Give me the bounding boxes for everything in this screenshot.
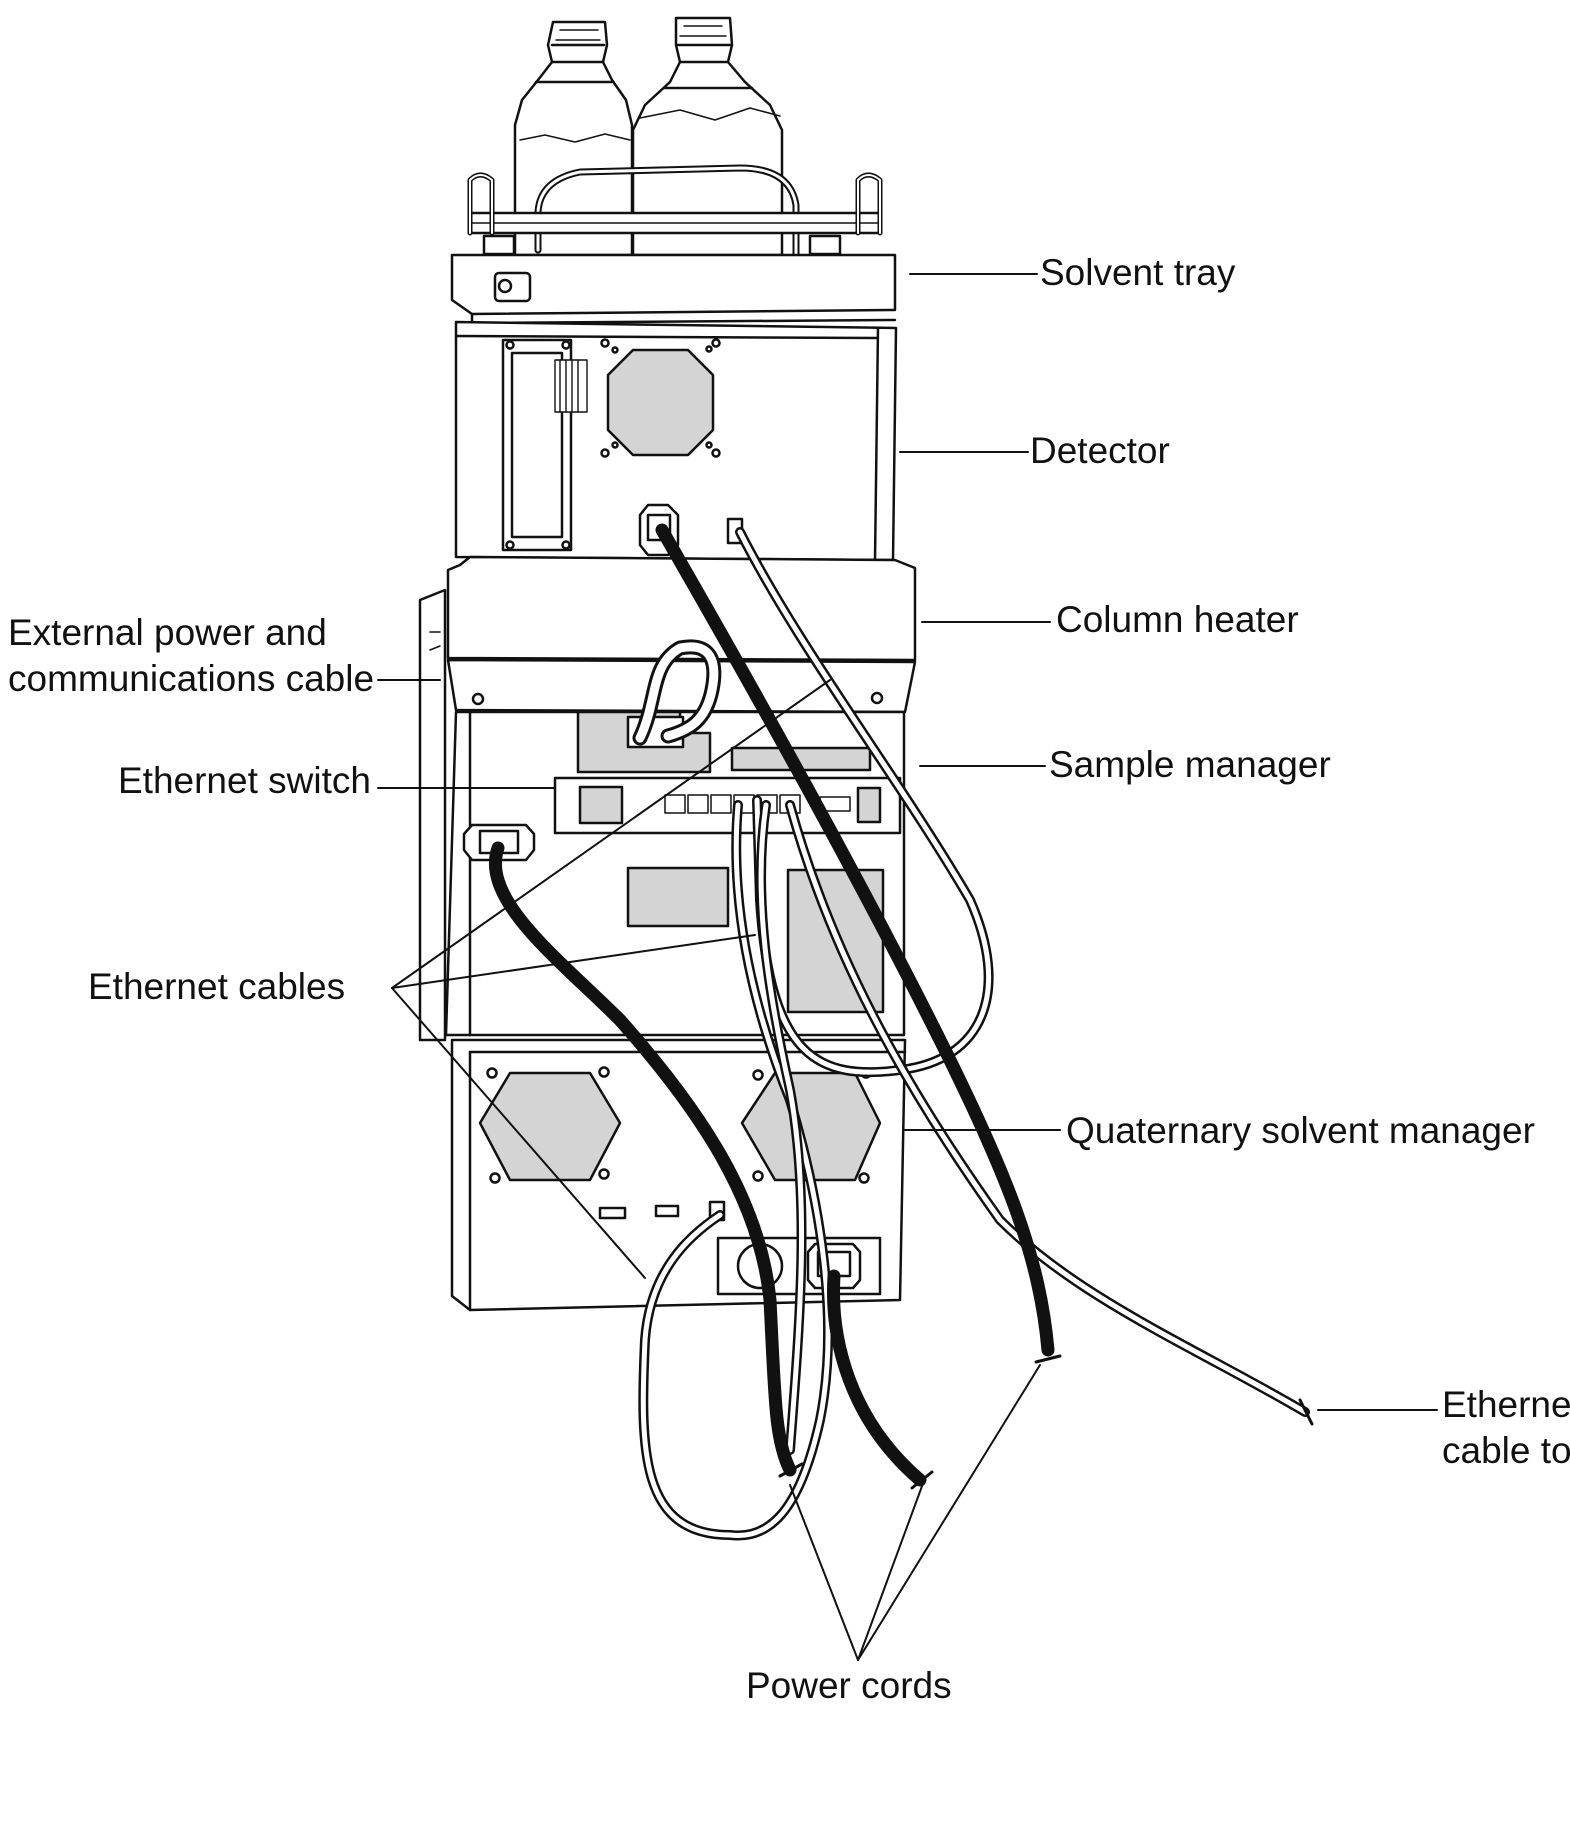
sample-manager-module [444, 710, 906, 1037]
label-ethernet-cable-to-line1: Etherne [1442, 1384, 1570, 1425]
quaternary-solvent-manager-module [450, 1038, 907, 1312]
ethernet-cable-sample-manager [638, 800, 834, 1541]
bottle-rack [467, 164, 883, 259]
label-detector: Detector [1030, 430, 1170, 471]
leader-lines [377, 273, 1438, 1661]
label-ethernet-switch: Ethernet switch [118, 760, 371, 801]
label-ethernet-cables: Ethernet cables [88, 966, 346, 1007]
power-cord-sample-manager [489, 841, 804, 1478]
solvent-tray [450, 253, 897, 325]
label-sample-manager: Sample manager [1049, 744, 1331, 785]
label-column-heater: Column heater [1056, 599, 1299, 640]
label-external-power-line2: communications cable [8, 658, 375, 699]
ethernet-cable-detector [735, 527, 994, 1078]
ethernet-cable-solvent-manager [756, 800, 807, 1455]
label-power-cords: Power cords [746, 1665, 952, 1706]
ethernet-cable-to-pc [785, 800, 1314, 1426]
label-ethernet-cable-to-line2: cable to [1442, 1430, 1570, 1471]
label-quaternary-solvent-manager: Quaternary solvent manager [1066, 1110, 1535, 1151]
detector-module [454, 320, 898, 562]
power-cord-solvent-manager [827, 1269, 934, 1490]
power-cord-detector [655, 523, 1062, 1364]
label-solvent-tray: Solvent tray [1040, 252, 1236, 293]
label-external-power-line1: External power and [8, 612, 327, 653]
external-power-communications-cable [632, 639, 722, 746]
